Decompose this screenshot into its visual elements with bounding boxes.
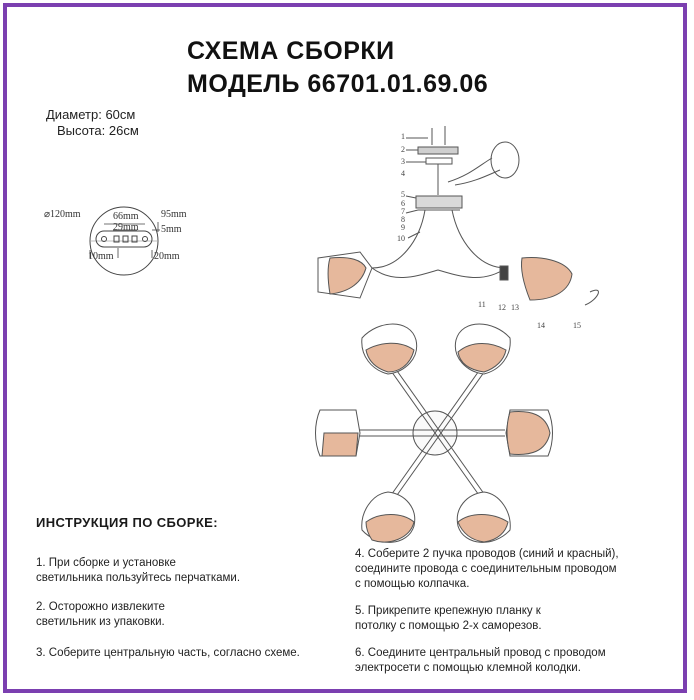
part-1: 1 xyxy=(401,132,405,141)
height-label: Высота: 26см xyxy=(57,123,139,138)
instruction-step-3: 3. Соберите центральную часть, согласно … xyxy=(36,647,300,659)
part-13: 13 xyxy=(511,303,519,312)
part-14: 14 xyxy=(537,321,545,330)
instruction-step-6: 6. Соедините центральный провод с провод… xyxy=(355,647,606,674)
part-8: 8 xyxy=(401,215,405,224)
bracket-width-29-label: 29mm xyxy=(113,222,139,233)
title-line-2: МОДЕЛЬ 66701.01.69.06 xyxy=(187,70,489,98)
page-frame xyxy=(3,3,687,693)
part-11: 11 xyxy=(478,300,486,309)
title-line-1: СХЕМА СБОРКИ xyxy=(187,37,395,65)
bracket-width-66-label: 66mm xyxy=(113,211,139,222)
instruction-step-2: 2. Осторожно извлеките светильник из упа… xyxy=(36,601,165,628)
part-9: 9 xyxy=(401,223,405,232)
instructions-heading: ИНСТРУКЦИЯ ПО СБОРКЕ: xyxy=(36,515,218,530)
part-3: 3 xyxy=(401,157,405,166)
instruction-step-5: 5. Прикрепите крепежную планку к потолку… xyxy=(355,605,542,632)
part-4: 4 xyxy=(401,169,405,178)
bracket-diameter-label: ⌀120mm xyxy=(44,209,81,220)
bracket-width-10-label: 10mm xyxy=(88,251,114,262)
part-6: 6 xyxy=(401,199,405,208)
part-12: 12 xyxy=(498,303,506,312)
diameter-label: Диаметр: 60см xyxy=(46,107,136,122)
instruction-step-1: 1. При сборке и установке светильника по… xyxy=(36,557,241,584)
part-7: 7 xyxy=(401,207,405,216)
bracket-width-95-label: 95mm xyxy=(161,209,187,220)
part-5: 5 xyxy=(401,190,405,199)
bracket-width-20-label: 20mm xyxy=(154,251,180,262)
instruction-step-4: 4. Соберите 2 пучка проводов (синий и кр… xyxy=(355,548,619,590)
bracket-width-5-label: 5mm xyxy=(161,224,182,235)
part-2: 2 xyxy=(401,145,405,154)
part-15: 15 xyxy=(573,321,581,330)
part-10: 10 xyxy=(397,234,405,243)
